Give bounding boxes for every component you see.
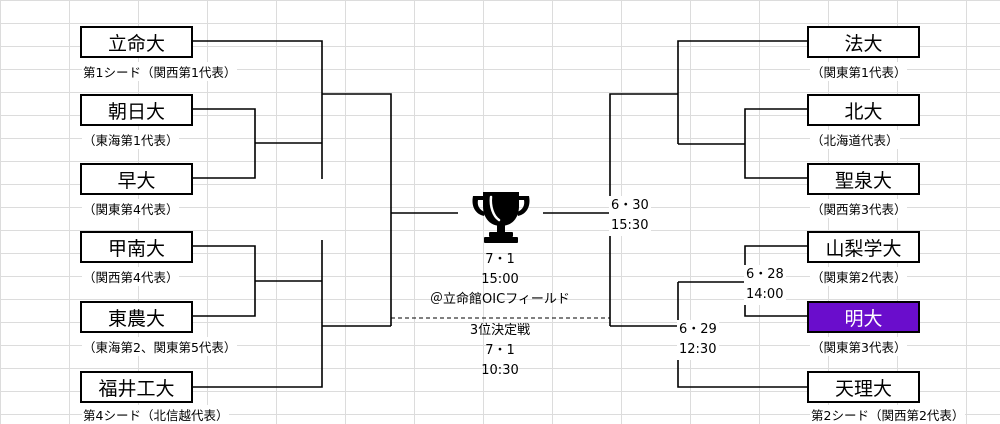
third-place-time: 10:30	[481, 363, 519, 378]
team-note: （東海第2、関東第5代表）	[82, 337, 238, 356]
team-note: 第1シード（関西第1代表）	[82, 62, 238, 81]
team-name: 立命大	[107, 32, 165, 55]
team-name: 聖泉大	[834, 169, 892, 192]
team-name: 早大	[117, 169, 156, 192]
final-info: 7・1 15:00 ＠立命館OICフィールド	[400, 250, 600, 310]
team-note: （東海第1代表）	[82, 130, 180, 149]
line-r1	[677, 40, 808, 144]
team-name: 明大	[844, 307, 883, 330]
team-left-6: 福井工大	[80, 371, 193, 403]
team-left-3: 早大	[80, 163, 193, 195]
match-time: 12:30	[679, 342, 717, 357]
line-r7	[677, 282, 808, 388]
line-l5	[192, 245, 256, 317]
match-r1-schedule: 6・28 14:00	[744, 265, 786, 305]
team-right-2: 北大	[807, 94, 920, 126]
team-note: （関西第3代表）	[810, 199, 908, 218]
team-right-6: 天理大	[807, 371, 920, 403]
line-l1	[192, 40, 323, 179]
team-left-5: 東農大	[80, 301, 193, 333]
line-l7	[192, 240, 323, 388]
team-note: （北海道代表）	[810, 130, 900, 149]
team-name: 東農大	[107, 307, 165, 330]
team-name: 法大	[844, 32, 883, 55]
team-left-1: 立命大	[80, 26, 193, 58]
team-name: 天理大	[834, 377, 892, 400]
final-date: 7・1	[485, 252, 515, 267]
team-note: （関西第4代表）	[82, 267, 180, 286]
team-right-5-highlighted: 明大	[807, 301, 920, 333]
semi-schedule: 6・30 15:30	[609, 196, 651, 236]
trophy-icon	[472, 192, 530, 243]
team-name: 北大	[844, 100, 883, 123]
third-place-title: 3位決定戦	[469, 323, 531, 338]
line-r4	[609, 93, 678, 326]
team-name: 山梨学大	[825, 237, 902, 260]
line-r2	[744, 108, 808, 179]
match-time: 15:30	[611, 218, 649, 233]
third-place-date: 7・1	[485, 343, 515, 358]
match-time: 14:00	[746, 287, 784, 302]
team-note: （関東第4代表）	[82, 199, 180, 218]
team-left-4: 甲南大	[80, 231, 193, 263]
team-right-4: 山梨学大	[807, 231, 920, 263]
team-note: 第2シード（関西第2代表）	[810, 405, 966, 424]
team-note: （関東第1代表）	[810, 62, 908, 81]
team-right-1: 法大	[807, 26, 920, 58]
team-note: 第4シード（北信越代表）	[82, 405, 230, 424]
team-name: 朝日大	[107, 100, 165, 123]
team-note: （関東第2代表）	[810, 267, 908, 286]
team-right-3: 聖泉大	[807, 163, 920, 195]
line-l4	[322, 93, 392, 326]
third-place-info: 3位決定戦 7・1 10:30	[400, 321, 600, 381]
match-date: 6・28	[746, 267, 784, 282]
team-name: 甲南大	[107, 237, 165, 260]
match-date: 6・30	[611, 198, 649, 213]
match-r2-schedule: 6・29 12:30	[677, 320, 719, 360]
final-venue: ＠立命館OICフィールド	[430, 292, 570, 307]
line-l2	[192, 108, 256, 179]
team-note: （関東第3代表）	[810, 337, 908, 356]
match-date: 6・29	[679, 322, 717, 337]
team-left-2: 朝日大	[80, 94, 193, 126]
final-time: 15:00	[481, 272, 519, 287]
team-name: 福井工大	[98, 377, 175, 400]
